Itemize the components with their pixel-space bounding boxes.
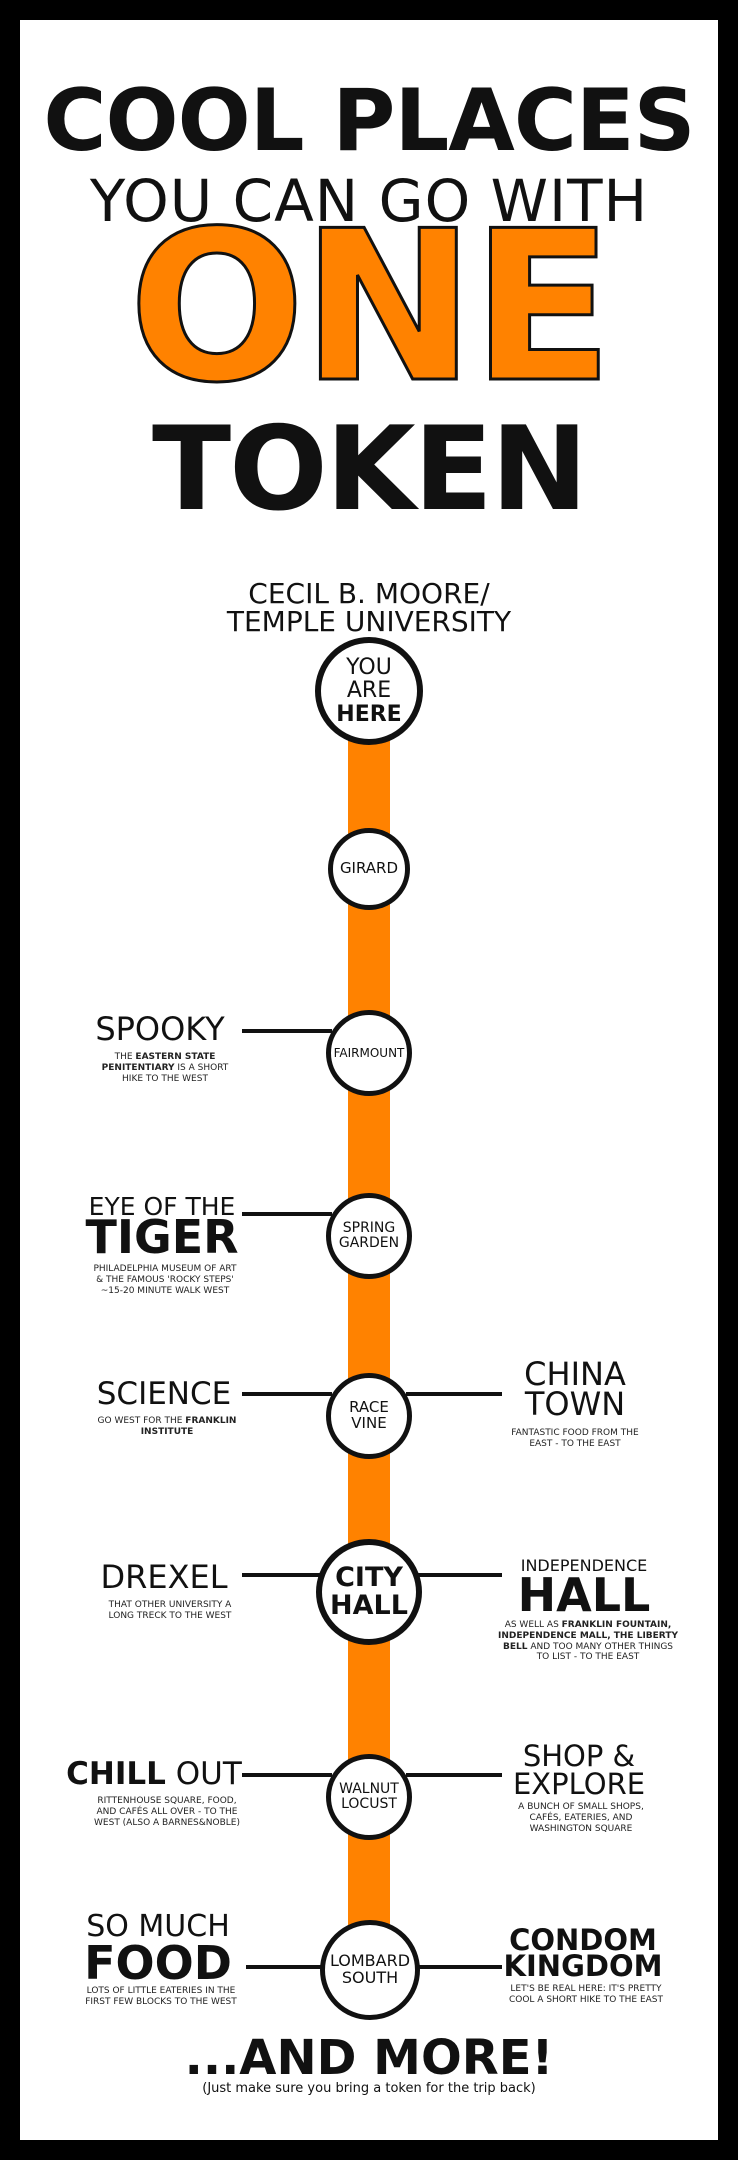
desc-bold: FRANKLIN FOUNTAIN, INDEPENDENCE MALL, TH… xyxy=(498,1620,678,1652)
place-desc-chinatown: FANTASTIC FOOD FROM THE EAST - TO THE EA… xyxy=(511,1428,639,1449)
station-walnut-locust: WALNUT LOCUST xyxy=(326,1754,412,1840)
title-token: TOKEN xyxy=(152,402,588,537)
station-fairmount: FAIRMOUNT xyxy=(326,1010,412,1096)
station-label-line-1: RACE xyxy=(349,1398,389,1417)
poster: COOL PLACES YOU CAN GO WITH ONE TOKEN CE… xyxy=(20,20,718,2140)
station-lombard-south: LOMBARD SOUTH xyxy=(320,1920,420,2020)
desc-bold: FRANKLIN INSTITUTE xyxy=(140,1416,237,1437)
station-label-line-2: SOUTH xyxy=(341,1968,399,1987)
you-are-here-marker: YOU ARE HERE xyxy=(315,637,423,745)
desc-text: AS WELL AS xyxy=(504,1620,562,1630)
origin-name-line-1: CECIL B. MOORE/ xyxy=(248,577,490,610)
desc-text: IS A SHORT HIKE TO THE WEST xyxy=(122,1062,229,1084)
place-title-food-small: SO MUCH xyxy=(86,1909,230,1944)
desc-text: GO WEST FOR THE xyxy=(97,1416,186,1426)
station-girard: GIRARD xyxy=(328,828,410,910)
station-label-line-2: LOCUST xyxy=(341,1796,397,1812)
station-label: GIRARD xyxy=(339,859,399,878)
title-thin: OUT xyxy=(165,1756,242,1792)
place-desc-drexel: THAT OTHER UNIVERSITY A LONG TRECK TO TH… xyxy=(108,1600,232,1621)
place-title-shop-line-1: SHOP & xyxy=(522,1739,636,1773)
place-title-science: SCIENCE xyxy=(96,1376,232,1412)
connector-walnut-locust-east xyxy=(406,1773,502,1777)
connector-race-vine-east xyxy=(406,1392,502,1396)
place-title-independence-small: INDEPENDENCE xyxy=(520,1556,648,1575)
connector-fairmount-west xyxy=(242,1029,332,1033)
place-title-independence-big: HALL xyxy=(517,1568,651,1622)
place-title-tiger-big: TIGER xyxy=(85,1210,239,1264)
origin-name-line-2: TEMPLE UNIVERSITY xyxy=(226,605,512,638)
station-label-line-2: HALL xyxy=(330,1590,408,1621)
place-title-tiger-small: EYE OF THE xyxy=(88,1192,236,1221)
place-title-food-big: FOOD xyxy=(84,1936,232,1990)
connector-spring-garden-west xyxy=(242,1212,332,1216)
desc-text: AND TOO MANY OTHER THINGS TO LIST - TO T… xyxy=(527,1641,674,1663)
place-desc-tiger: PHILADELPHIA MUSEUM OF ART & THE FAMOUS … xyxy=(93,1264,237,1296)
place-desc-condom: LET'S BE REAL HERE: IT'S PRETTY COOL A S… xyxy=(508,1984,664,2005)
place-desc-chill-out: RITTENHOUSE SQUARE, FOOD, AND CAFÉS ALL … xyxy=(94,1796,240,1828)
marker-text-here: HERE xyxy=(336,701,402,727)
station-spring-garden: SPRING GARDEN xyxy=(326,1193,412,1279)
footer-note: (Just make sure you bring a token for th… xyxy=(202,2081,536,2096)
footer-headline: ...AND MORE! xyxy=(184,2030,554,2086)
station-label: FAIRMOUNT xyxy=(333,1045,405,1060)
place-desc-independence: AS WELL AS FRANKLIN FOUNTAIN, INDEPENDEN… xyxy=(498,1620,678,1663)
place-title-condom-line-1: CONDOM xyxy=(509,1923,657,1957)
station-label-line-2: VINE xyxy=(351,1414,387,1432)
station-label-line-1: WALNUT xyxy=(339,1781,399,1798)
place-title-chill-out: CHILL OUT xyxy=(66,1756,242,1792)
place-title-shop-line-2: EXPLORE xyxy=(512,1767,646,1801)
connector-race-vine-west xyxy=(242,1392,332,1396)
station-label-line-1: SPRING xyxy=(342,1220,396,1237)
station-label-line-2: GARDEN xyxy=(338,1235,400,1251)
title-bold: CHILL xyxy=(66,1756,166,1792)
place-title-spooky: SPOOKY xyxy=(95,1010,225,1048)
place-desc-shop: A BUNCH OF SMALL SHOPS, CAFÉS, EATERIES,… xyxy=(518,1802,644,1834)
station-label-line-1: LOMBARD xyxy=(329,1951,411,1971)
connector-lombard-south-west xyxy=(246,1965,326,1969)
desc-text: THE xyxy=(114,1052,136,1062)
place-title-condom-line-2: KINGDOM xyxy=(503,1949,663,1983)
connector-city-hall-west xyxy=(242,1573,332,1577)
connector-lombard-south-east xyxy=(414,1965,502,1969)
marker-text-are: ARE xyxy=(346,678,392,704)
connector-walnut-locust-west xyxy=(242,1773,332,1777)
place-desc-spooky: THE EASTERN STATE PENITENTIARY IS A SHOR… xyxy=(90,1052,240,1084)
marker-text-you: YOU xyxy=(346,655,392,681)
place-title-chinatown-line-1: CHINA xyxy=(524,1355,626,1393)
route-line xyxy=(348,720,390,1940)
place-title-chinatown-line-2: TOWN xyxy=(524,1385,626,1423)
place-desc-food: LOTS OF LITTLE EATERIES IN THE FIRST FEW… xyxy=(85,1986,237,2007)
place-desc-science: GO WEST FOR THE FRANKLIN INSTITUTE xyxy=(92,1416,242,1438)
station-label-line-1: CITY xyxy=(335,1561,403,1593)
place-title-drexel: DREXEL xyxy=(100,1558,228,1596)
title-one: ONE xyxy=(127,187,615,429)
desc-bold: EASTERN STATE PENITENTIARY xyxy=(101,1052,216,1073)
station-race-vine: RACE VINE xyxy=(326,1373,412,1459)
title-line-1: COOL PLACES xyxy=(43,71,695,171)
connector-city-hall-east xyxy=(406,1573,502,1577)
station-city-hall: CITY HALL xyxy=(316,1539,422,1645)
title-line-2: YOU CAN GO WITH xyxy=(89,167,649,235)
